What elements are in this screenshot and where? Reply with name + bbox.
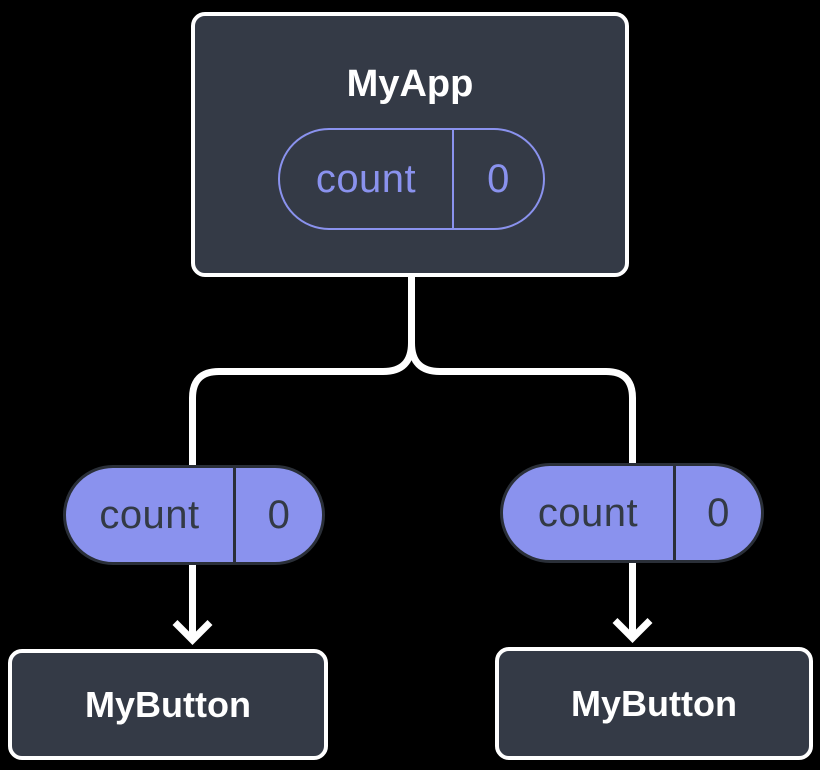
right-prop-name-label: count [537,490,639,535]
mybutton-node-right: MyButton [495,647,813,760]
left-prop-pill: count 0 [63,465,325,565]
right-prop-pill: count 0 [500,463,764,563]
state-value-label: 0 [452,130,543,228]
mybutton-node-left: MyButton [8,649,328,760]
left-prop-value-label: 0 [233,468,322,562]
myapp-state-pill: count 0 [278,128,545,230]
left-arrowhead-icon [172,620,213,645]
right-prop-value-label: 0 [673,466,761,560]
myapp-title: MyApp [346,63,474,105]
mybutton-right-title: MyButton [571,682,737,724]
right-arrowhead-icon [612,618,653,643]
myapp-node: MyApp [191,12,629,277]
state-name-label: count [315,156,417,201]
left-prop-name-label: count [99,492,200,537]
mybutton-left-title: MyButton [85,683,251,725]
fork-wire-right [408,275,636,464]
fork-wire-left [189,275,415,466]
